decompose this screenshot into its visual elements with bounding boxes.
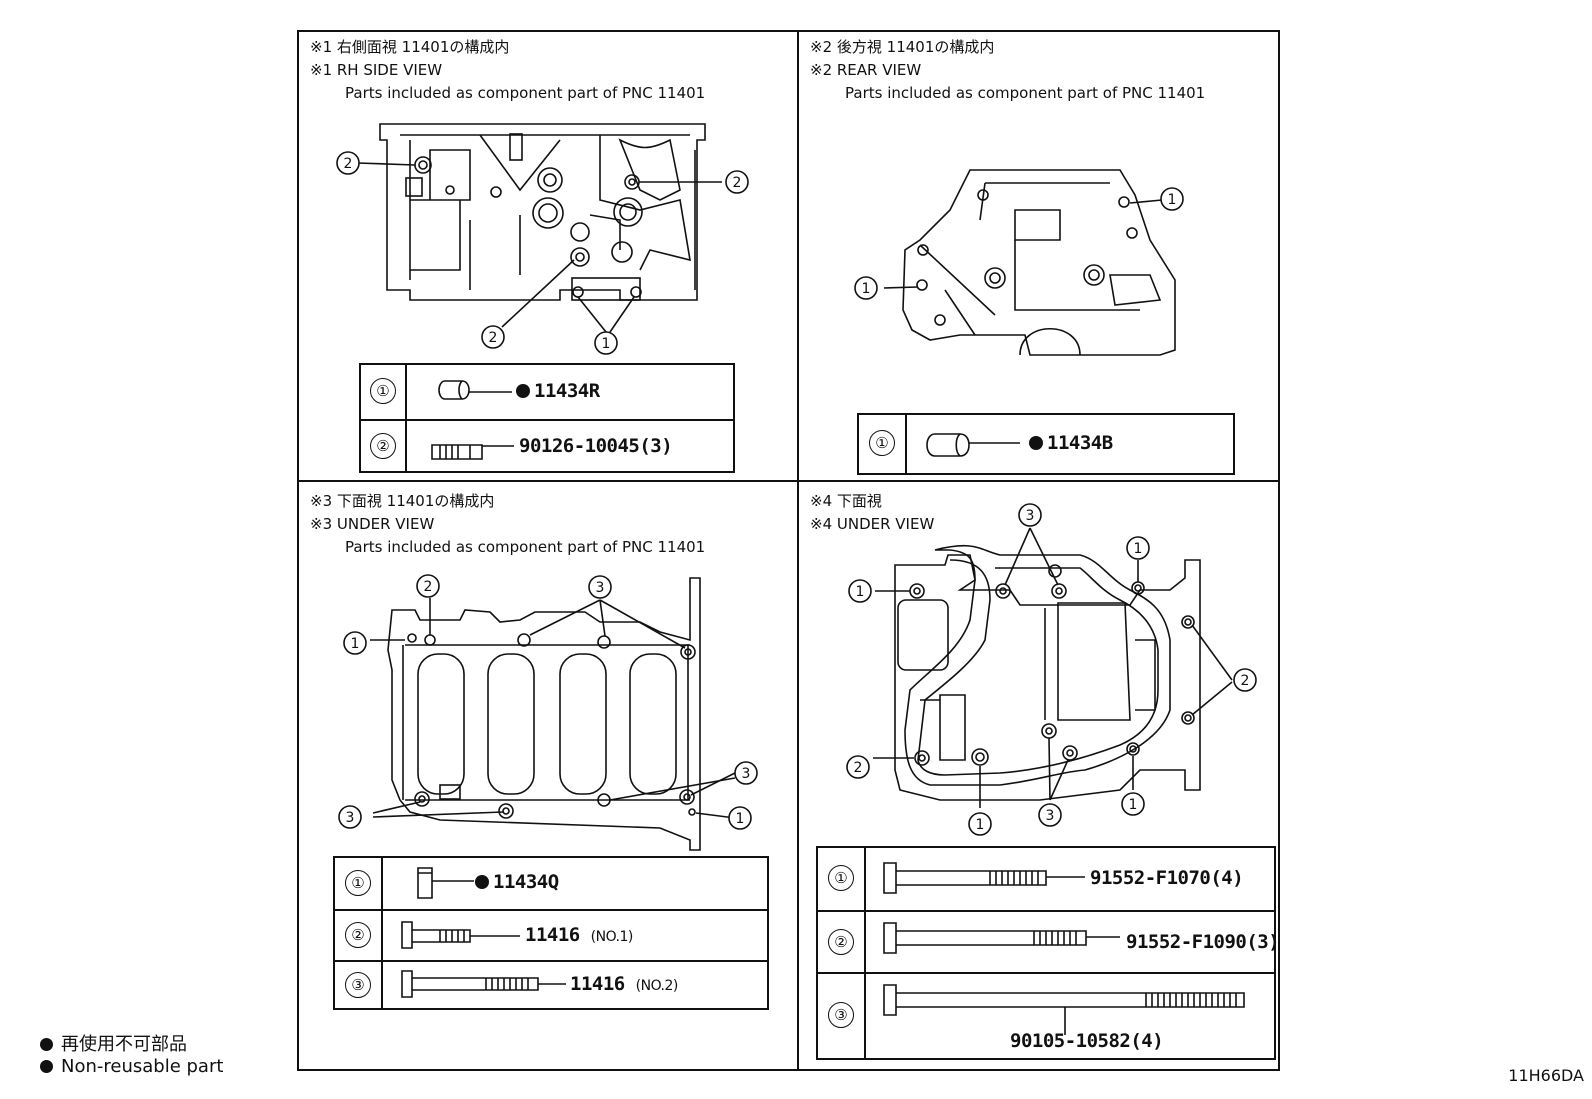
callout-label: 2 [854, 760, 863, 776]
q4-parts-row: ① 91552-F1070(4) [818, 848, 1274, 910]
callout-label: 1 [736, 811, 745, 827]
q4-block-drawing [873, 527, 1233, 808]
callout-label: 2 [1241, 673, 1250, 689]
callout-label: 1 [862, 281, 871, 297]
q1-header: ※1 右側面視 11401の構成内 ※1 RH SIDE VIEW Parts … [310, 36, 705, 105]
part-number: 11434Q [475, 871, 559, 893]
q2-parts-table: ① 11434B [857, 413, 1235, 475]
q1-subtitle: Parts included as component part of PNC … [345, 84, 706, 102]
non-reusable-dot-icon [475, 875, 489, 889]
callout-label: 3 [596, 580, 605, 596]
q4-title-en: ※4 UNDER VIEW [810, 515, 935, 533]
callout-label: 2 [424, 579, 433, 595]
part-number-circle: ② [828, 929, 854, 955]
horizontal-divider [297, 480, 1280, 482]
q3-subtitle: Parts included as component part of PNC … [345, 538, 706, 556]
q1-title-jp: ※1 右側面視 11401の構成内 [310, 38, 510, 56]
callout-label: 1 [1168, 192, 1177, 208]
q4-parts-row: ② 91552-F1090(3) [818, 910, 1280, 972]
part-number-circle: ③ [345, 972, 371, 998]
callout-label: 2 [344, 156, 353, 172]
diagram-frame [297, 30, 1280, 1071]
part-number-circle: ① [370, 378, 396, 404]
part-number-circle: ③ [828, 1002, 854, 1028]
callout-label: 3 [1046, 808, 1055, 824]
part-number-circle: ① [869, 430, 895, 456]
q2-parts-row: ① 11434B [859, 415, 1233, 473]
part-number: 11434B [1029, 432, 1113, 454]
callout-label: 1 [856, 584, 865, 600]
q3-block-drawing [370, 577, 736, 851]
callout-label: 2 [489, 330, 498, 346]
diagram-code: 11H66DA [1508, 1066, 1584, 1085]
q3-header: ※3 下面視 11401の構成内 ※3 UNDER VIEW Parts inc… [310, 490, 705, 559]
callout-label: 1 [1129, 797, 1138, 813]
q2-title-jp: ※2 後方視 11401の構成内 [810, 38, 995, 56]
non-reusable-dot-icon [1029, 436, 1043, 450]
callout-label: 2 [733, 175, 742, 191]
legend-en: Non-reusable part [40, 1056, 223, 1077]
q3-title-en: ※3 UNDER VIEW [310, 515, 435, 533]
callout-label: 1 [602, 336, 611, 352]
q3-title-jp: ※3 下面視 11401の構成内 [310, 492, 495, 510]
part-number: 90105-10582(4) [1010, 1030, 1164, 1052]
callout-label: 3 [346, 810, 355, 826]
callout-label: 1 [351, 636, 360, 652]
vertical-divider [797, 30, 799, 1071]
q1-block-drawing [356, 123, 722, 333]
callout-label: 1 [976, 817, 985, 833]
part-sketches [401, 380, 1245, 1035]
callout-numbers: 2 2 2 1 1 1 2 3 1 3 3 1 3 1 1 2 2 1 3 1 [344, 156, 1250, 833]
part-number-circle: ① [828, 865, 854, 891]
callout-label: 3 [742, 766, 751, 782]
non-reusable-dot-icon [516, 384, 530, 398]
non-reusable-dot-icon [40, 1060, 53, 1073]
callout-label: 3 [1026, 508, 1035, 524]
part-number: 11416 (NO.2) [570, 973, 678, 995]
q4-header: ※4 下面視 ※4 UNDER VIEW [810, 490, 934, 536]
q1-parts-row: ② 90126-10045(3) [361, 419, 733, 471]
q4-title-jp: ※4 下面視 [810, 492, 882, 510]
q1-title-en: ※1 RH SIDE VIEW [310, 61, 443, 79]
legend-jp: 再使用不可部品 [40, 1030, 187, 1056]
q3-parts-row: ② 11416 (NO.1) [335, 909, 767, 960]
non-reusable-dot-icon [40, 1038, 53, 1051]
q2-title-en: ※2 REAR VIEW [810, 61, 922, 79]
part-number-circle: ① [345, 870, 371, 896]
q3-parts-row: ③ 11416 (NO.2) [335, 960, 767, 1008]
q3-parts-row: ① 11434Q [335, 858, 767, 909]
q4-parts-table: ① 91552-F1070(4) ② 91552-F1090(3) ③ 9010… [816, 846, 1280, 1060]
part-number-circle: ② [345, 922, 371, 948]
q2-header: ※2 後方視 11401の構成内 ※2 REAR VIEW Parts incl… [810, 36, 1205, 105]
part-number-circle: ② [370, 433, 396, 459]
q3-parts-table: ① 11434Q ② 11416 (NO.1) ③ 11416 (NO.2) [333, 856, 769, 1010]
q4-parts-row: ③ 90105-10582(4) [818, 972, 1274, 1058]
q2-subtitle: Parts included as component part of PNC … [845, 84, 1206, 102]
part-number: 11416 (NO.1) [525, 924, 633, 946]
part-number: 91552-F1070(4) [1090, 867, 1244, 889]
legend-text-jp: 再使用不可部品 [61, 1034, 187, 1055]
part-number: 90126-10045(3) [519, 435, 673, 457]
part-number: 91552-F1090(3) [1126, 931, 1280, 953]
callout-label: 1 [1134, 541, 1143, 557]
q2-block-drawing [883, 169, 1176, 356]
part-number: 11434R [516, 380, 600, 402]
q1-parts-table: ① 11434R ② 90126-10045(3) [359, 363, 735, 473]
legend-text-en: Non-reusable part [61, 1056, 224, 1077]
q1-parts-row: ① 11434R [361, 365, 733, 419]
callout-circles [336, 151, 1257, 836]
